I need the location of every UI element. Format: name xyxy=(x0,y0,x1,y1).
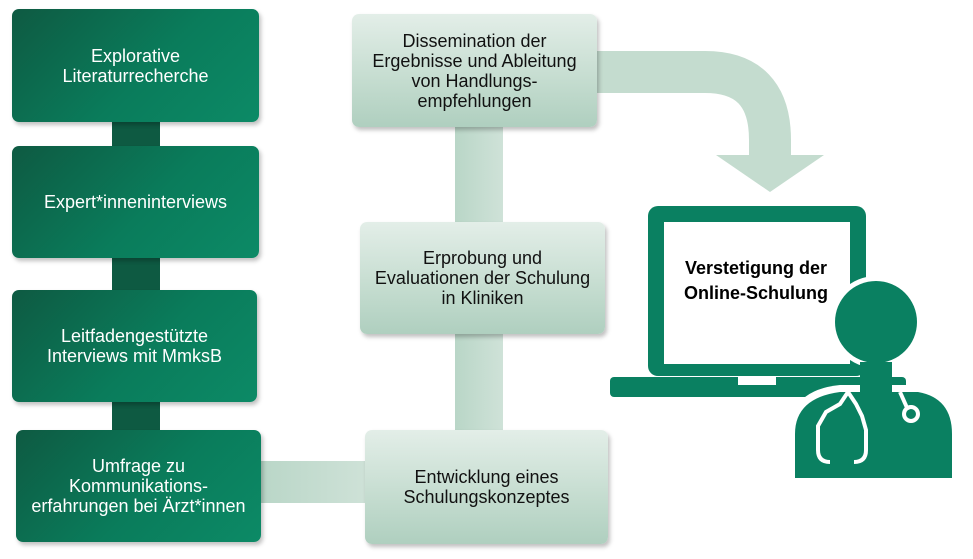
step-literature-research: Explorative Literaturrecherche xyxy=(12,9,259,122)
step-survey: Umfrage zu Kommunikations-erfahrungen be… xyxy=(16,430,261,542)
step-dissemination: Dissemination der Ergebnisse und Ableitu… xyxy=(352,14,597,127)
connector-left-2 xyxy=(112,256,160,294)
curved-arrow-icon xyxy=(596,51,824,192)
step-guided-interviews: Leitfadengestützte Interviews mit MmksB xyxy=(12,290,257,402)
step-expert-interviews: Expert*inneninterviews xyxy=(12,146,259,258)
step-testing-evaluation: Erprobung und Evaluationen der Schulung … xyxy=(360,222,605,334)
connector-middle-lower xyxy=(455,330,503,436)
connector-left-3 xyxy=(112,400,160,434)
connector-bottom-horizontal xyxy=(258,461,370,503)
step-concept-development: Entwicklung eines Schulungskonzeptes xyxy=(365,430,608,544)
doctor-icon xyxy=(790,276,956,478)
outcome-label: Verstetigung der Online-Schulung xyxy=(684,258,828,303)
connector-middle-upper xyxy=(455,124,503,226)
